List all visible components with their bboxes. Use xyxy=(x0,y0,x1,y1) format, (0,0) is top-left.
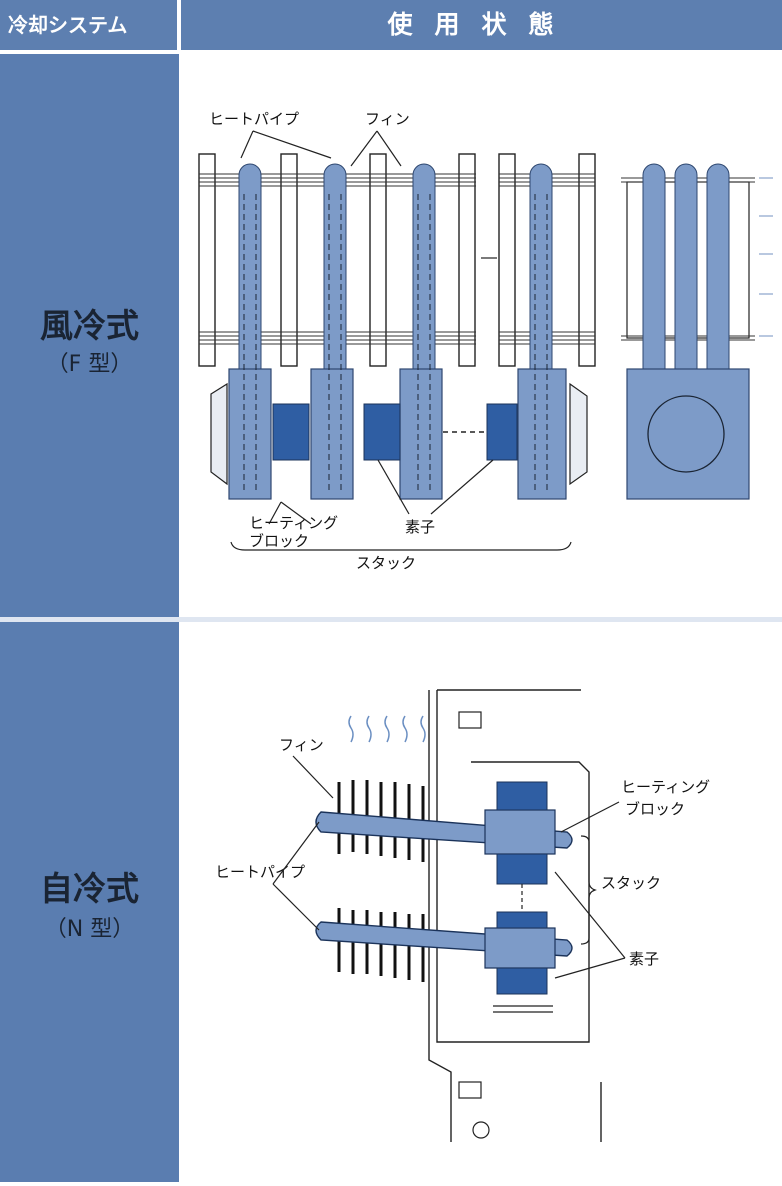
type-name-air: 風冷式 xyxy=(40,306,139,345)
label-fin-n: フィン xyxy=(279,736,324,754)
label-element-n: 素子 xyxy=(629,950,659,968)
row-air-cooled-label-cell: 風冷式 （F 型） xyxy=(0,54,179,617)
label-stack: スタック xyxy=(356,554,416,572)
type-sub-natural: （N 型） xyxy=(44,917,135,942)
natural-cooled-diagram-cell: フィン ヒートパイプ ヒーティング ブロック スタック 素子 xyxy=(181,622,782,1182)
label-stack-n: スタック xyxy=(601,874,661,892)
label-heating-block-n-1: ヒーティング xyxy=(621,778,710,796)
label-heat-pipe: ヒートパイプ xyxy=(209,110,299,128)
header-system-label: 冷却システム xyxy=(0,0,179,50)
natural-cooled-diagram: フィン ヒートパイプ ヒーティング ブロック スタック 素子 xyxy=(215,689,710,1142)
type-sub-air: （F 型） xyxy=(46,352,133,377)
air-cooled-diagram: ヒートパイプ フィン xyxy=(198,110,773,572)
label-heating-block-2: ブロック xyxy=(249,532,309,550)
type-name-natural: 自冷式 xyxy=(40,869,139,908)
label-fin: フィン xyxy=(365,110,410,128)
row-divider xyxy=(0,617,782,622)
header-usage-label: 使用状態 xyxy=(181,0,782,50)
label-heating-block-n-2: ブロック xyxy=(625,800,685,818)
row-natural-cooled-label-cell: 自冷式 （N 型） xyxy=(0,622,179,1182)
label-heating-block-1: ヒーティング xyxy=(249,514,338,532)
label-element: 素子 xyxy=(405,518,435,536)
air-cooled-diagram-cell: ヒートパイプ フィン xyxy=(181,54,782,617)
label-heat-pipe-n: ヒートパイプ xyxy=(215,863,305,881)
